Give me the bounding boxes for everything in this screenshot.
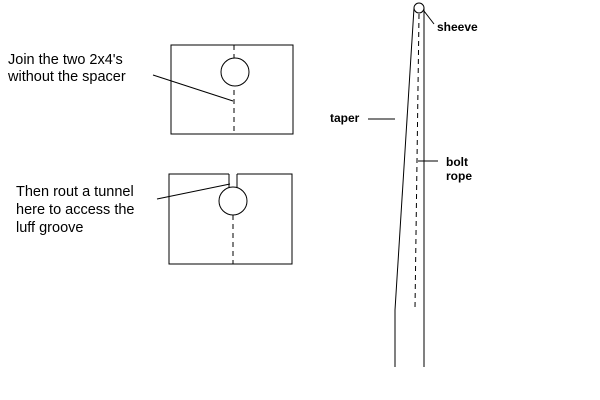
bolt-rope-label-line-2: rope — [446, 169, 472, 183]
rout-label-line-2: here to access the — [16, 202, 135, 218]
rout-leader-line — [156, 183, 231, 200]
bolt-rope-label-line-1: bolt — [446, 155, 468, 169]
joined-block-luff-groove — [220, 57, 250, 87]
sheeve-leader-line — [423, 10, 435, 25]
joined-block-diagram — [170, 44, 294, 135]
join-label-line-1: Join the two 2x4's — [8, 52, 123, 68]
join-leader-line — [152, 74, 234, 102]
routed-block-luff-groove — [218, 186, 248, 216]
taper-label: taper — [330, 111, 360, 125]
routed-block-diagram — [168, 173, 293, 265]
sheeve-label: sheeve — [437, 20, 478, 34]
rout-label-line-1: Then rout a tunnel — [16, 184, 134, 200]
routed-block-outline — [168, 173, 293, 265]
bolt-rope-groove — [414, 13, 420, 309]
join-label-line-2: without the spacer — [7, 69, 126, 85]
mast-side-view — [394, 2, 425, 367]
rout-label-line-3: luff groove — [16, 220, 83, 236]
sheeve-icon — [413, 2, 425, 14]
joined-block-outline — [170, 44, 294, 135]
mast-left-edge-upper — [394, 7, 415, 311]
